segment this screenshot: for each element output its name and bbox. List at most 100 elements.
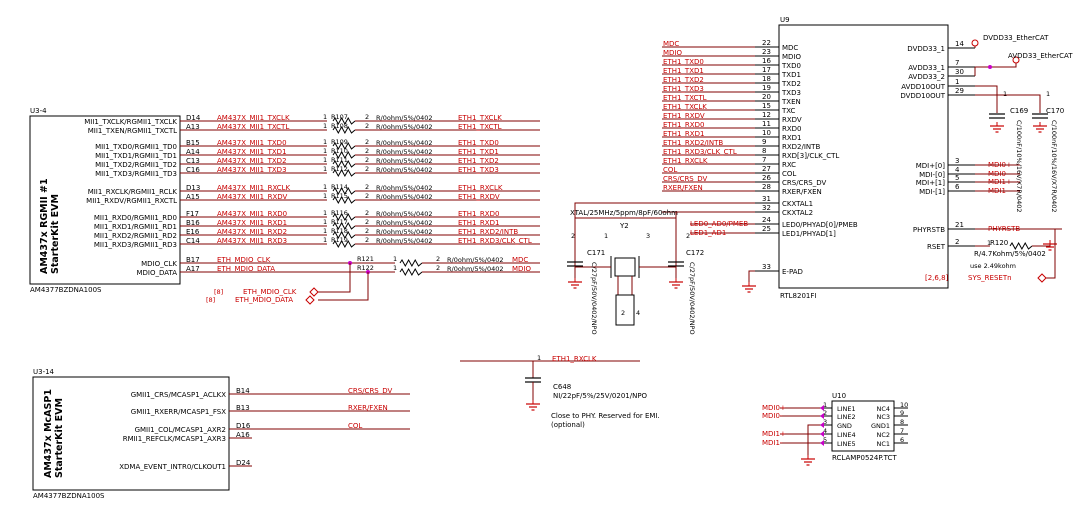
u9-pin-name: RXER/FXEN: [782, 188, 822, 196]
u10-pin-num: 9: [900, 409, 904, 417]
resistor-symbol: [332, 116, 356, 126]
u3-4-ball: E16: [186, 228, 200, 236]
u9-pin-num: 26: [762, 174, 771, 182]
junction-dot: [988, 65, 992, 69]
mdio-net-label: MDC: [512, 256, 528, 264]
resistor-value: R/0ohm/5%/0402: [376, 228, 433, 236]
u10-pin-marker: [820, 405, 824, 411]
res-pin: 1: [393, 264, 397, 272]
u9-pin-num: 25: [762, 225, 771, 233]
u9-pin-name: TXD1: [781, 71, 801, 79]
r120-value: R/4.7Kohm/5%/0402: [974, 250, 1046, 258]
mdio-clk-offpage-label: ETH_MDIO_CLK: [243, 288, 297, 296]
r120-note: use 2.49kohm: [970, 262, 1016, 270]
u9-led0-net: LED0_AD0/PMEB: [690, 220, 748, 228]
u9-pin-name: COL: [782, 170, 796, 178]
u9-pin-num: 3: [955, 157, 959, 165]
u9-pin-num: 7: [955, 59, 959, 67]
u3-4-pin-name: MII1_RXD1/RGMII1_RD1: [94, 223, 177, 231]
u10-pin-num: 7: [900, 427, 904, 435]
u10-gnd-wire: [807, 424, 820, 455]
resistor-value: R/0ohm/5%/0402: [376, 114, 433, 122]
u9-net-label: ETH1_RXCLK: [663, 157, 708, 165]
res-pin: 1: [393, 255, 397, 263]
u3-14-part: AM4377BZDNA100S: [33, 492, 105, 500]
u9-pin-num: 8: [762, 147, 766, 155]
resistor-symbol: [399, 267, 423, 277]
u10-pin-name: LINE4: [837, 431, 856, 439]
u10-pin-name: LINE1: [837, 405, 856, 413]
offpage-connector: [305, 295, 315, 305]
u3-4-net: AM437X_MII1_RXD3: [217, 237, 287, 245]
u3-4-pin-name: MII1_TXD3/RGMII1_TD3: [95, 170, 177, 178]
cap-pin: 1: [537, 354, 541, 362]
power-wire: [975, 63, 1017, 68]
u10-pin-name: NC4: [876, 405, 890, 413]
u9-pin-name: CRS/CRS_DV: [782, 179, 827, 187]
u9-pin-num: 7: [762, 156, 766, 164]
mcasp-net-label: RXER/FXEN: [348, 404, 388, 412]
resistor-ref: R109: [331, 138, 348, 146]
power-flag: [971, 39, 979, 47]
u3-14-ball: B13: [236, 404, 250, 412]
u10-net-label: MDI1+: [762, 430, 786, 438]
resistor-value: R/0ohm/5%/0402: [376, 237, 433, 245]
r120-ref: R120: [990, 239, 1008, 247]
u9-pin-name: MDC: [782, 44, 798, 52]
resistor-value: R/0ohm/5%/0402: [376, 148, 433, 156]
resistor-ref: R118: [331, 227, 348, 235]
dvdd-label: DVDD33_EtherCAT: [983, 34, 1049, 42]
u9-net-label: ETH1_TXCLK: [663, 103, 707, 111]
u10-pin-name: NC1: [876, 440, 890, 448]
emi-note: Close to PHY. Reserved for EMI.(optional…: [551, 412, 660, 429]
u9-pin-name: RXD0: [782, 125, 802, 133]
u10-body: [831, 400, 895, 452]
u9-net-label: ETH1_TXD3: [663, 85, 704, 93]
resistor-ref: R107: [331, 113, 348, 121]
u9-part: RTL8201FI: [780, 292, 816, 300]
resistor-symbol: [332, 125, 356, 135]
c171-value: C/27pF/50V/0402/NPO: [590, 262, 598, 335]
u9-pin-name: RXDV: [782, 116, 802, 124]
eth-net-label: ETH1_RXD1: [458, 219, 499, 227]
u9-pin-num: 6: [955, 183, 960, 191]
u3-4-net: AM437X_MII1_TXCTL: [217, 123, 289, 131]
u9-pin-name: TXC: [781, 107, 796, 115]
u9-pin-name: DVDD33_1: [907, 45, 945, 53]
u10-net-label: MDI0-: [762, 412, 783, 420]
u3-4-net: AM437X_MII1_TXCLK: [217, 114, 290, 122]
resistor-symbol: [332, 239, 356, 249]
u9-net-label: ETH1_TXD2: [663, 76, 704, 84]
c172-ref: C172: [686, 249, 704, 257]
resistor-ref: R111: [331, 156, 348, 164]
resistor-ref: R122: [357, 264, 374, 272]
u10-pin-marker: [820, 431, 824, 437]
u10-pin-name: LINE2: [837, 413, 856, 421]
resistor-ref: R112: [331, 165, 348, 173]
res-pin: 1: [323, 113, 327, 121]
u9-pin-name: RXD[3]/CLK_CTL: [782, 152, 839, 160]
res-pin: 2: [365, 113, 369, 121]
res-pin: 1: [323, 236, 327, 244]
u3-14-body: [32, 376, 230, 491]
resistor-value: R/0ohm/5%/0402: [447, 265, 504, 273]
u3-4-net: AM437X_MII1_RXD1: [217, 219, 287, 227]
u3-14-title-line: AM437x McASP1: [43, 389, 54, 478]
resistor-symbol: [332, 195, 356, 205]
resistor-value: R/0ohm/5%/0402: [447, 256, 504, 264]
res-pin: 1: [323, 138, 327, 146]
u9-led1-net: LED1_AD1: [690, 229, 726, 237]
u9-pin-num: 28: [762, 183, 771, 191]
u9-net-label: ETH1_TXD0: [663, 58, 704, 66]
c172-value: C/27pF/50V/0402/NPO: [688, 262, 696, 335]
resistor-value: R/0ohm/5%/0402: [376, 184, 433, 192]
u3-4-pin-name: MII1_TXD1/RGMII1_TD1: [95, 152, 177, 160]
offpage-connector: [1037, 273, 1047, 283]
sheet-ref: [8]: [206, 296, 215, 304]
u9-pin-num: 17: [762, 66, 771, 74]
u3-14-ball: B14: [236, 387, 250, 395]
eth-net-label: ETH1_RXD3/CLK_CTL: [458, 237, 532, 245]
u9-pin-num: 1: [955, 78, 959, 86]
res-pin: 2: [365, 209, 369, 217]
